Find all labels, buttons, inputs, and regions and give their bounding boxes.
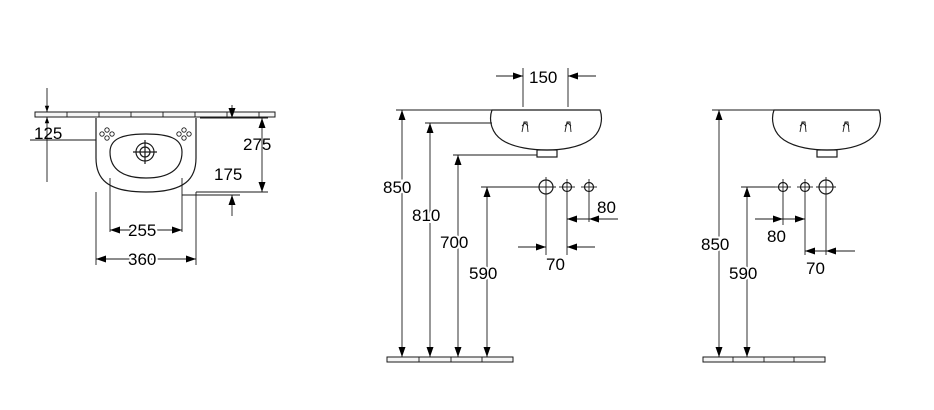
- dim-850-left-label: 850: [383, 178, 411, 197]
- tap-hole-right-icon: [176, 127, 192, 141]
- dim-590-left: 590: [467, 187, 499, 357]
- dim-70-right-label: 70: [806, 259, 825, 278]
- dim-810: 810: [410, 123, 442, 357]
- top-view: 125 275 175 255 360: [30, 88, 276, 271]
- basin-front-left: [490, 109, 602, 158]
- dim-125-label: 125: [34, 124, 62, 143]
- dim-700-label: 700: [440, 233, 468, 252]
- front-view-left: 150 850 810 700: [381, 68, 618, 363]
- dim-175-label: 175: [214, 165, 242, 184]
- dim-70-left: 70: [518, 243, 595, 274]
- dim-255: 255: [110, 219, 182, 242]
- front-view-right: 850 590 8: [699, 109, 881, 363]
- dim-70-right: 70: [805, 247, 855, 278]
- dim-590-left-label: 590: [469, 264, 497, 283]
- connection-waste-icon: [536, 177, 556, 197]
- dim-360-label: 360: [128, 250, 156, 269]
- connection-cold-icon: [559, 179, 575, 195]
- dim-360: 360: [96, 248, 196, 271]
- basin-front-right: [772, 109, 881, 158]
- dim-850-right: 850: [699, 110, 731, 357]
- dim-850-left: 850: [381, 110, 413, 357]
- basin-outline: [95, 118, 197, 193]
- dim-275: 275: [243, 118, 271, 192]
- dim-150-label: 150: [529, 68, 557, 87]
- floor-strip-left: [386, 356, 514, 363]
- dim-125: 125: [30, 88, 96, 182]
- dim-80-left: 80: [567, 198, 618, 223]
- dim-80-right-label: 80: [767, 227, 786, 246]
- connection-hot-icon: [581, 179, 597, 195]
- tap-hole-left-icon: [99, 127, 115, 141]
- connection-cold-right-icon: [797, 179, 813, 195]
- dim-150: 150: [496, 68, 596, 107]
- dim-850-right-label: 850: [701, 235, 729, 254]
- dim-255-label: 255: [128, 221, 156, 240]
- dim-275-label: 275: [243, 135, 271, 154]
- basin-bowl: [109, 133, 183, 179]
- dim-70-left-label: 70: [546, 255, 565, 274]
- dim-590-right: 590: [727, 187, 759, 357]
- floor-strip-right: [702, 356, 826, 363]
- dim-590-right-label: 590: [729, 264, 757, 283]
- dim-80-left-label: 80: [597, 198, 616, 217]
- connection-hot-right-icon: [775, 179, 791, 195]
- dim-700: 700: [438, 155, 470, 357]
- dim-80-right: 80: [755, 215, 805, 246]
- dim-810-label: 810: [412, 206, 440, 225]
- dim-175: 175: [214, 105, 242, 216]
- wall-strip: [34, 111, 276, 118]
- connection-waste-right-icon: [816, 177, 836, 197]
